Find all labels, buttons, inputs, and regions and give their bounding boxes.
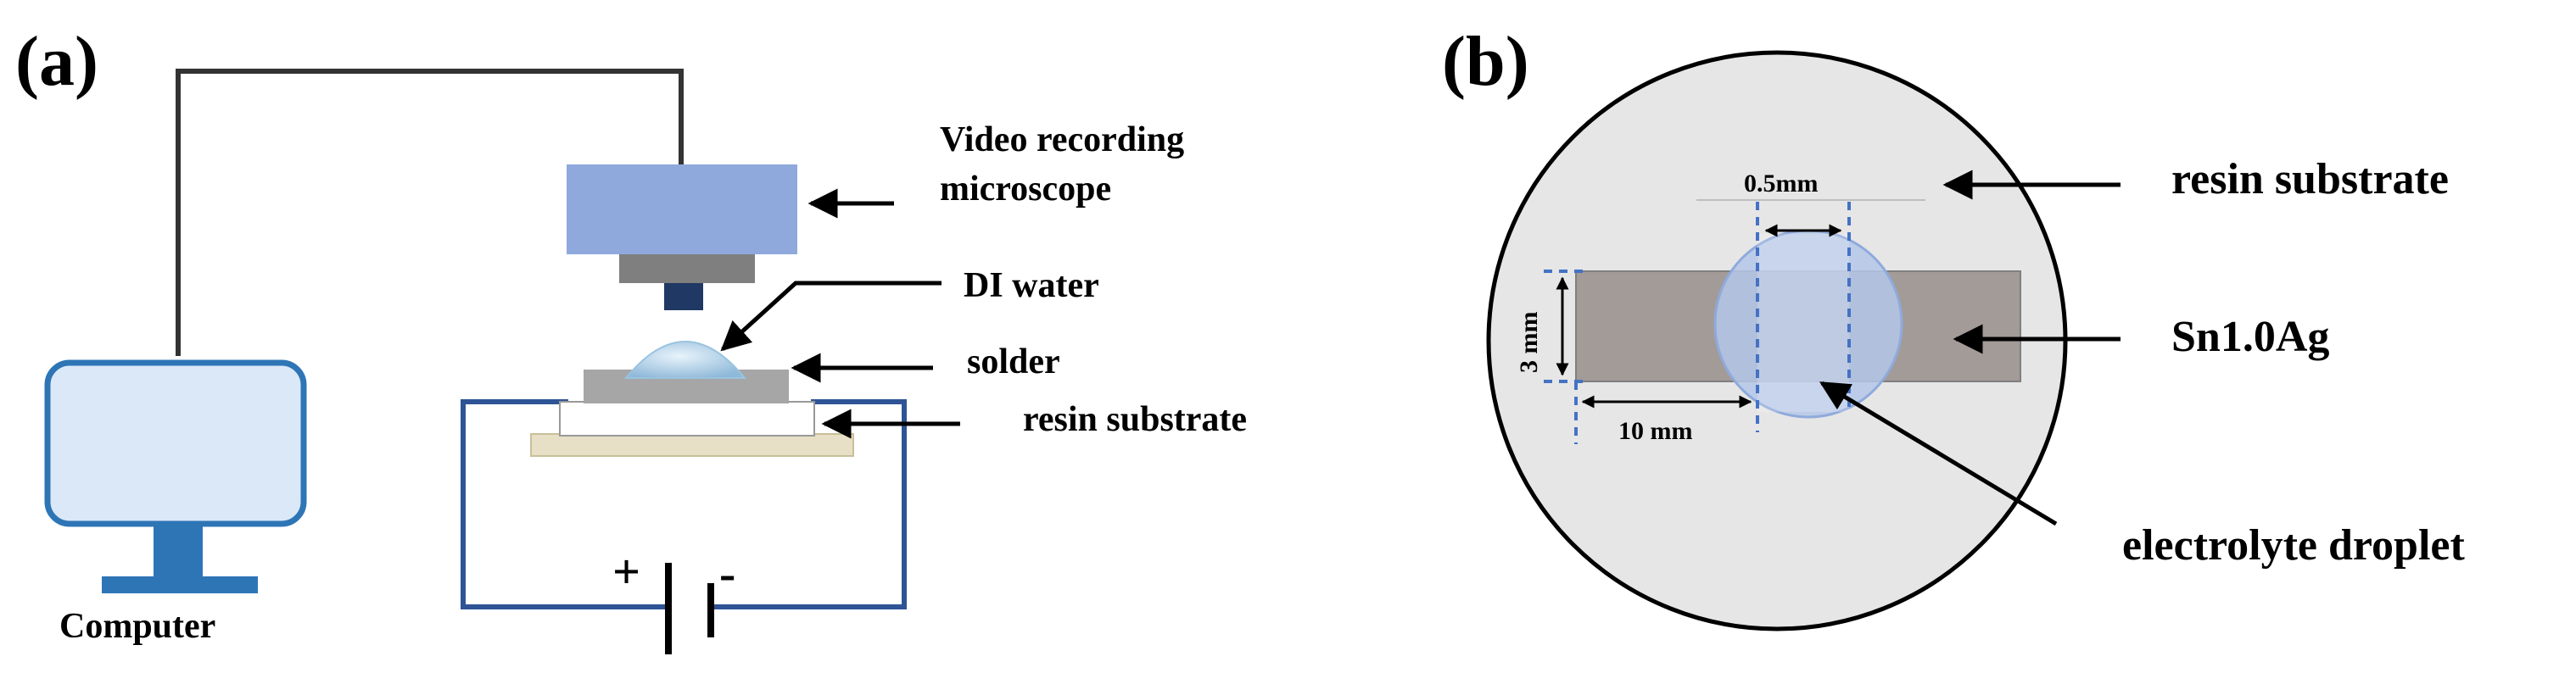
battery-plus-sign: +	[612, 544, 640, 599]
resin-substrate-label-b: resin substrate	[2171, 155, 2449, 203]
panel-b: (b) 0.5mm 3 mm 10 mm resin substrate Sn1…	[1442, 22, 2465, 631]
microscope-label-line2: microscope	[940, 170, 1111, 209]
droplet-label: electrolyte droplet	[2122, 521, 2465, 570]
resin-substrate-base	[530, 433, 854, 457]
height-dimension-label: 3 mm	[1515, 312, 1543, 373]
panel-a-label: (a)	[15, 22, 98, 101]
battery-negative-plate	[707, 583, 714, 637]
solder-label: solder	[967, 342, 1060, 381]
droplet-highlight	[1757, 234, 1849, 412]
video-microscope	[567, 164, 797, 310]
battery: + -	[612, 544, 735, 654]
computer: Computer	[44, 359, 307, 646]
microscope-body	[567, 164, 797, 254]
panel-b-label: (b)	[1442, 22, 1529, 101]
circuit-wire-right	[714, 399, 907, 609]
battery-minus-sign: -	[719, 546, 735, 601]
alloy-label: Sn1.0Ag	[2171, 313, 2329, 361]
length-dimension-label: 10 mm	[1618, 417, 1692, 445]
di-water-droplet	[623, 341, 747, 379]
sample-stack	[530, 341, 854, 457]
droplet-arrow	[1819, 381, 2058, 526]
water-arrow	[720, 281, 942, 352]
data-cable	[176, 69, 684, 356]
microscope-label-line1: Video recording	[940, 120, 1184, 159]
dimension-markers	[1544, 202, 1851, 444]
resin-substrate-block	[559, 401, 815, 437]
monitor-base	[102, 576, 258, 593]
monitor-stand	[154, 526, 203, 580]
monitor-screen	[44, 359, 307, 527]
circuit-wire-left	[461, 399, 665, 609]
width-dimension-label: 0.5mm	[1744, 170, 1818, 197]
substrate-label-a: resin substrate	[1023, 400, 1247, 439]
electrochemical-circuit	[461, 399, 907, 609]
panel-a: (a) Computer + -	[15, 22, 1247, 654]
computer-label: Computer	[59, 607, 215, 646]
microscope-lens-holder	[619, 254, 755, 283]
water-label: DI water	[964, 266, 1099, 305]
microscope-objective	[664, 283, 703, 310]
battery-positive-plate	[665, 563, 672, 654]
